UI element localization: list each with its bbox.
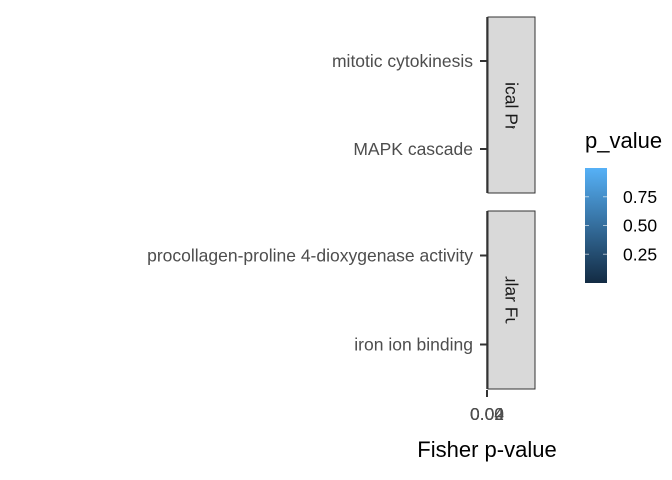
legend-label: 0.75: [623, 187, 657, 207]
facet-strip: [487, 16, 536, 194]
x-tick-label: 0.04: [470, 404, 504, 424]
facet-panel: procollagen-proline 4-dioxygenase activi…: [147, 210, 536, 390]
legend-label: 0.25: [623, 244, 657, 264]
y-tick-label: iron ion binding: [354, 335, 473, 355]
x-axis: 0.000.020.04: [470, 390, 504, 424]
facet-strip: [487, 210, 536, 390]
y-tick-label: procollagen-proline 4-dioxygenase activi…: [147, 246, 473, 266]
legend-label: 0.50: [623, 216, 657, 236]
y-tick-label: mitotic cytokinesis: [332, 51, 473, 71]
legend: p_value 0.75 0.50 0.25: [585, 128, 662, 283]
x-tick-label: 0.02: [470, 404, 504, 424]
legend-title: p_value: [585, 128, 662, 153]
x-axis-title: Fisher p-value: [417, 437, 556, 462]
facet-strip-label: Biological Process: [502, 34, 522, 177]
y-tick-label: MAPK cascade: [353, 139, 473, 159]
facet-strip-label: Molecular Function: [502, 226, 522, 374]
x-tick-label: 0.00: [470, 404, 504, 424]
legend-ticks: 0.75 0.50 0.25: [585, 187, 657, 264]
legend-colorbar: [585, 168, 607, 283]
